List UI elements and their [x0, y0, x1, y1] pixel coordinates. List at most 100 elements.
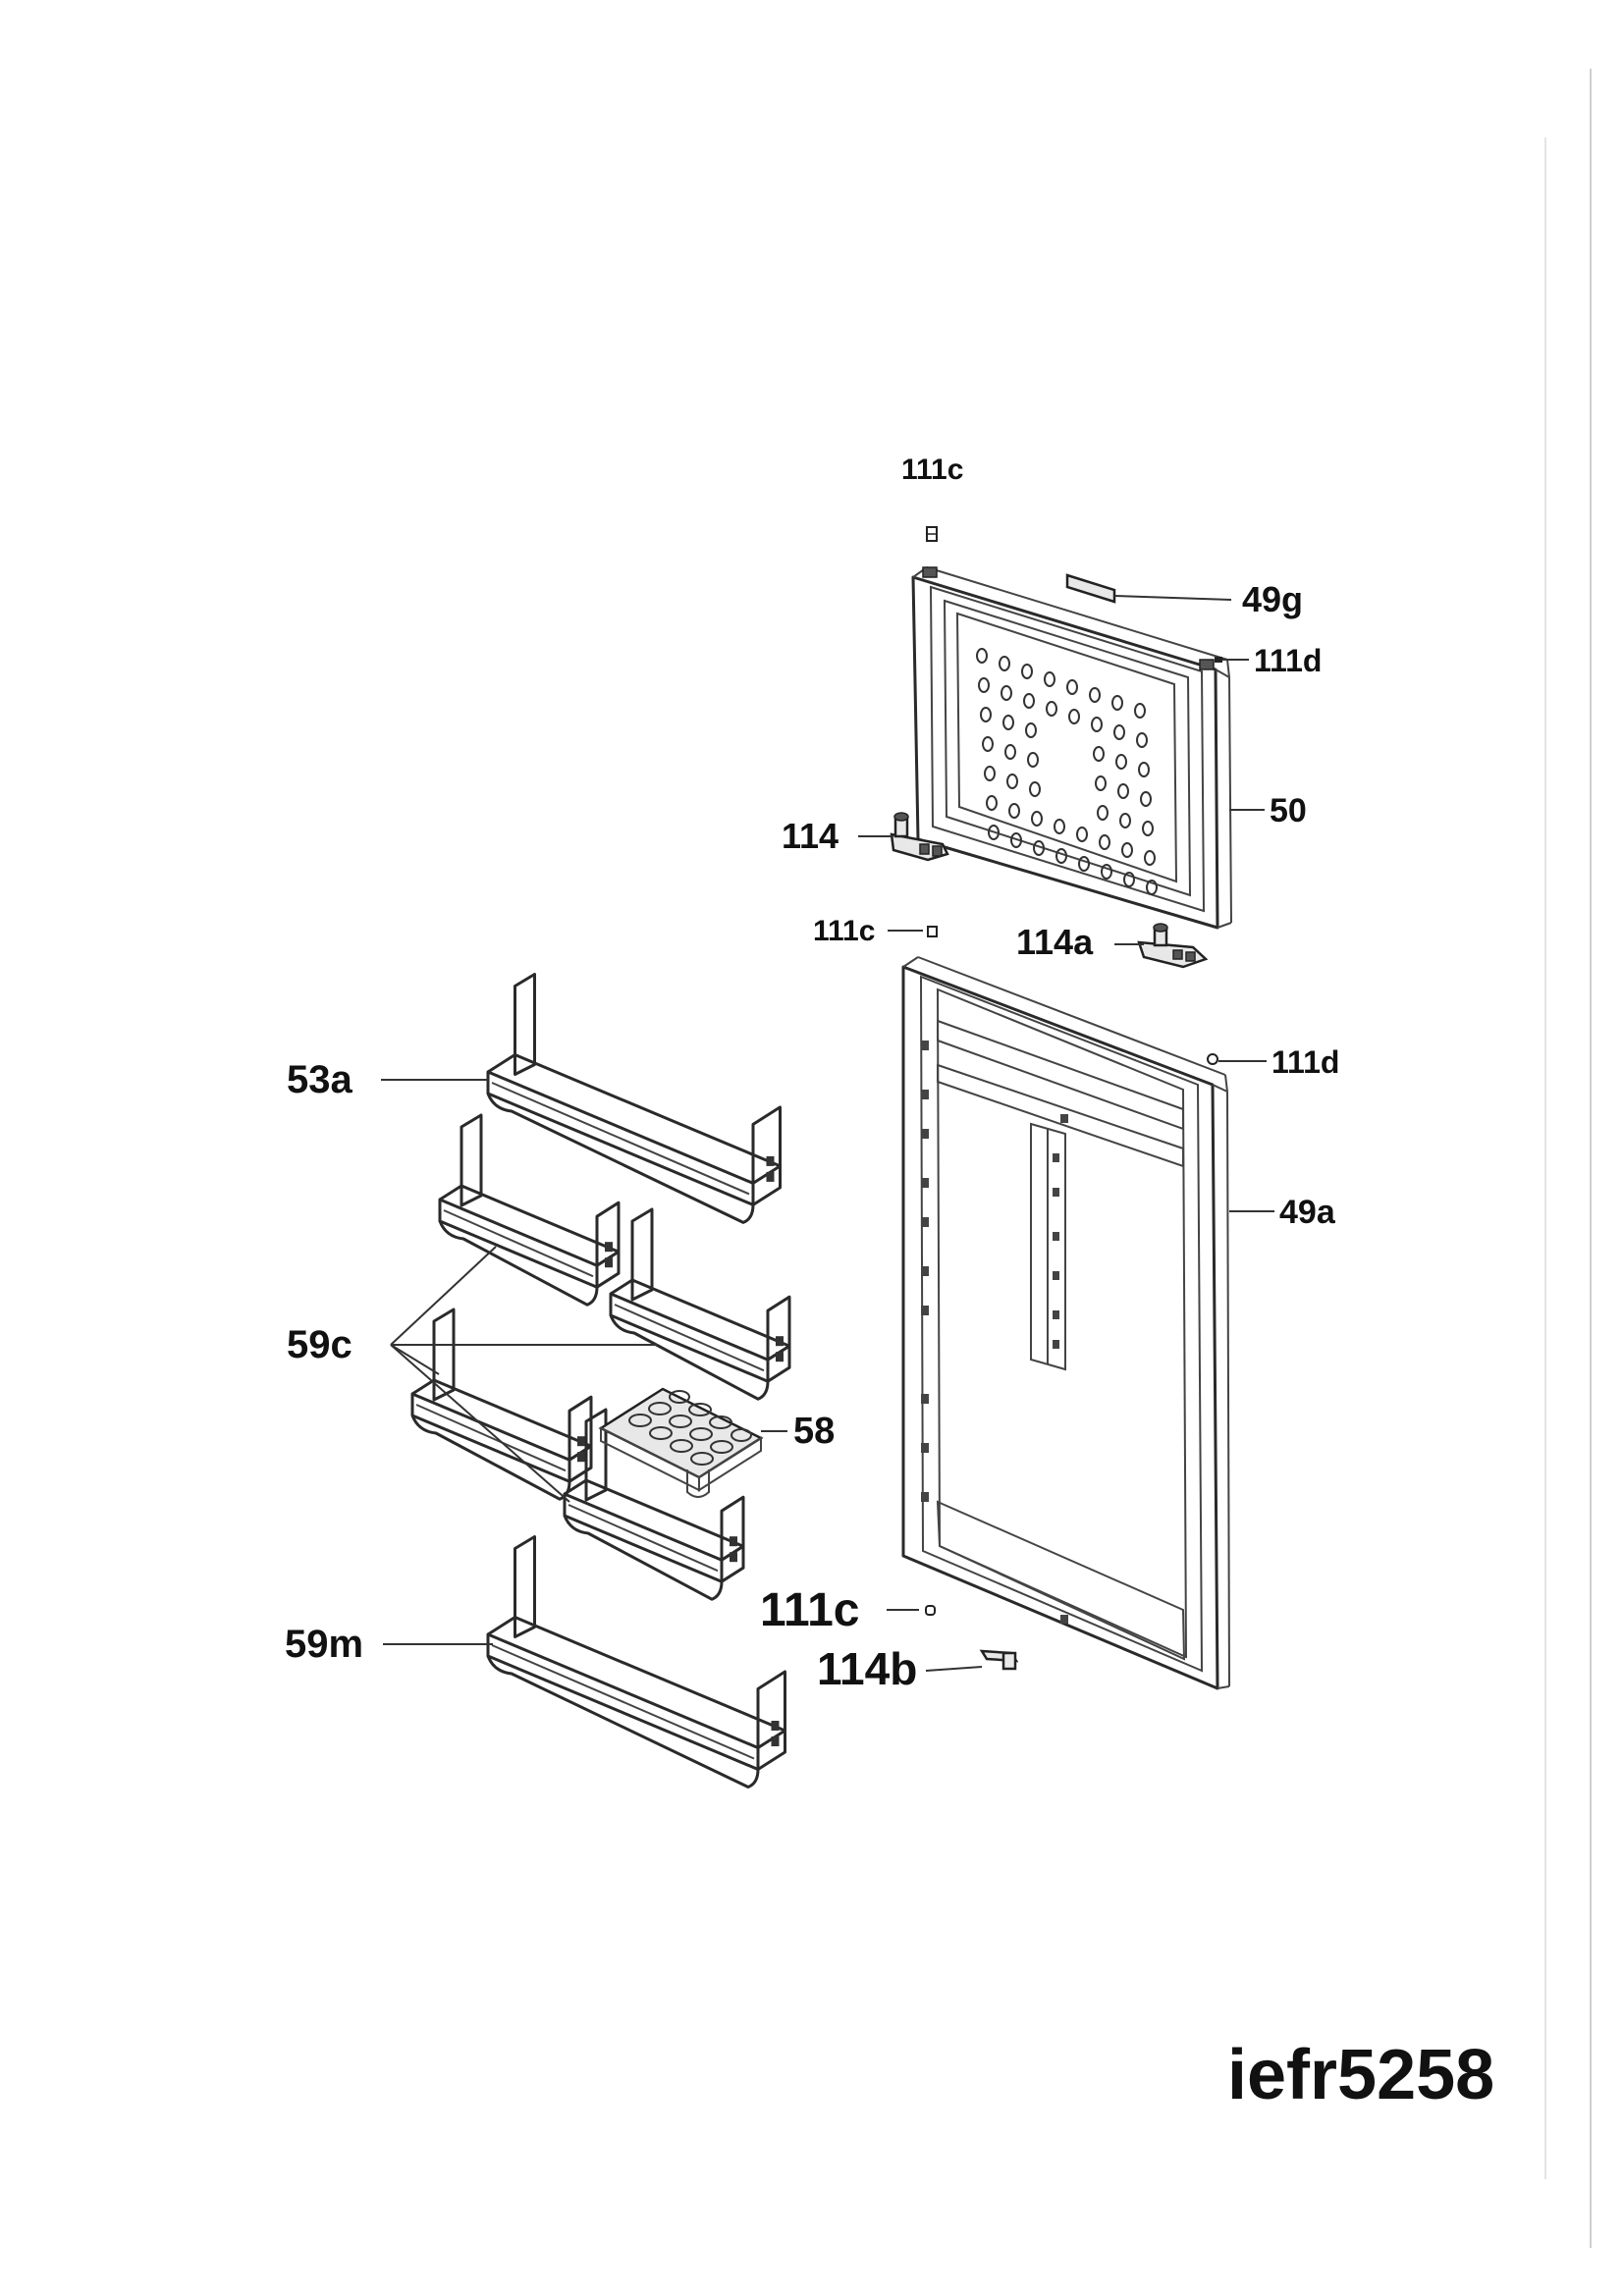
- dimple: [1027, 752, 1039, 768]
- bin-59m: [486, 1535, 786, 1789]
- label-49a: 49a: [1279, 1194, 1336, 1231]
- bin-rim: [610, 1278, 791, 1362]
- bin-clip: [605, 1242, 613, 1253]
- dimple: [1113, 724, 1125, 740]
- stud: [1053, 1188, 1059, 1197]
- dimple: [1146, 880, 1158, 895]
- label-111d-top: 111d: [1254, 643, 1322, 678]
- bin-rib: [568, 1504, 719, 1573]
- dimple: [1115, 754, 1127, 770]
- bin-end-panel: [751, 1105, 782, 1206]
- stud: [1053, 1153, 1059, 1162]
- part-labels: 111c 49g 111d 50 114 111c 114a 111d 53a …: [285, 454, 1494, 2114]
- stud: [921, 1129, 929, 1139]
- dimple: [1033, 840, 1045, 856]
- dimple: [1054, 819, 1065, 834]
- part-111d-top-pin: [1215, 657, 1222, 663]
- leader-lines: [381, 595, 1274, 1672]
- dimple: [1025, 722, 1037, 738]
- bin-59c-4: [563, 1408, 745, 1601]
- bin-bottom: [563, 1515, 724, 1601]
- bin-rib: [614, 1304, 765, 1372]
- dimple: [1095, 775, 1107, 791]
- dimple: [1091, 717, 1103, 732]
- dimple: [984, 766, 996, 781]
- dimple: [1023, 693, 1035, 709]
- dimple: [1097, 805, 1109, 821]
- dimple: [1002, 715, 1014, 730]
- bin-bottom: [486, 1093, 755, 1224]
- bin-clip: [577, 1436, 585, 1447]
- part-111c-mid-screw: [927, 926, 938, 937]
- dimple: [1144, 850, 1156, 866]
- label-114b: 114b: [817, 1643, 917, 1694]
- dimple: [1134, 703, 1146, 719]
- dimple: [1136, 732, 1148, 748]
- bin-end-panel: [595, 1201, 621, 1289]
- dimple: [1044, 671, 1055, 687]
- dimple: [999, 656, 1010, 671]
- stud: [921, 1394, 929, 1404]
- stud: [921, 1041, 929, 1050]
- bin-bottom: [410, 1415, 571, 1501]
- stud: [1053, 1340, 1059, 1349]
- label-114a: 114a: [1016, 922, 1094, 962]
- bin-end-panel: [756, 1670, 786, 1771]
- bin-rim: [564, 1478, 745, 1562]
- freezer-door-part-50: [911, 566, 1232, 930]
- bin-rim: [487, 1053, 782, 1185]
- dimple: [1046, 701, 1057, 717]
- bin-59c-3: [410, 1308, 593, 1501]
- part-58-egg-tray: [598, 1387, 764, 1498]
- label-58: 58: [793, 1411, 835, 1452]
- stud: [921, 1217, 929, 1227]
- part-114b-hinge: [979, 1649, 1019, 1671]
- stud: [1053, 1310, 1059, 1319]
- bin-clip: [730, 1552, 737, 1563]
- dimple: [1093, 746, 1105, 762]
- dimple: [1029, 781, 1041, 797]
- bin-59c-2: [609, 1207, 791, 1401]
- stud: [921, 1090, 929, 1099]
- dimple: [1006, 774, 1018, 789]
- dimple: [1138, 762, 1150, 777]
- part-114-hinge: [890, 812, 949, 862]
- bin-bottom: [438, 1220, 599, 1307]
- bin-clip: [766, 1155, 775, 1166]
- dimple: [1101, 864, 1112, 880]
- door-bins: [410, 973, 791, 1789]
- dimple: [986, 795, 998, 811]
- bin-bottom: [486, 1655, 760, 1789]
- dimple: [1078, 856, 1090, 872]
- label-49g: 49g: [1242, 579, 1303, 619]
- bin-rib: [491, 1644, 755, 1760]
- bin-rib: [443, 1209, 594, 1278]
- bin-clip: [577, 1452, 585, 1463]
- label-53a: 53a: [287, 1058, 352, 1101]
- stud: [1053, 1232, 1059, 1241]
- dimple: [1140, 791, 1152, 807]
- dimple: [1066, 679, 1078, 695]
- stud: [921, 1306, 929, 1315]
- fridge-door-mounting-studs: [921, 1041, 1068, 1624]
- stud: [921, 1266, 929, 1276]
- dimple: [1068, 709, 1080, 724]
- bin-end-panel: [766, 1295, 791, 1383]
- part-111c-low-screw: [925, 1605, 936, 1616]
- bin-clip: [730, 1536, 737, 1547]
- dimple: [1008, 803, 1020, 819]
- bin-rib: [415, 1404, 567, 1472]
- bin-clip: [776, 1336, 784, 1347]
- bin-53a: [486, 973, 782, 1224]
- dimple: [982, 736, 994, 752]
- part-49g-plate: [1065, 573, 1116, 604]
- dimple: [1142, 821, 1154, 836]
- bin-rim: [439, 1184, 621, 1267]
- fridge-door-part-49a: [901, 956, 1230, 1690]
- stud: [1060, 1615, 1068, 1624]
- label-59c: 59c: [287, 1323, 352, 1366]
- stud: [1060, 1114, 1068, 1123]
- label-111c-top: 111c: [901, 454, 963, 486]
- bin-bottom: [609, 1314, 770, 1401]
- part-111c-top-screw: [926, 526, 938, 542]
